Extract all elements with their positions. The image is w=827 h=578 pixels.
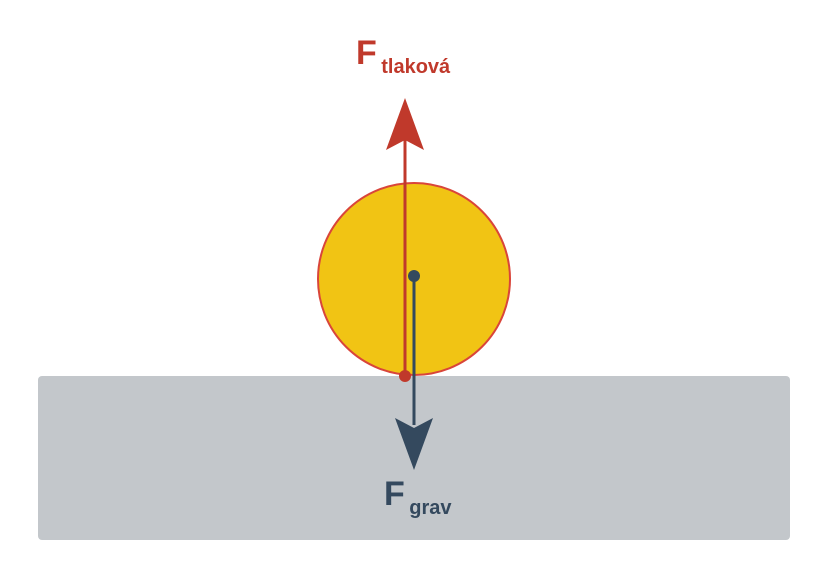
gravity-force-label: F grav — [384, 475, 452, 519]
normal-force-label: F tlaková — [356, 34, 451, 78]
gravity-force-arrowhead — [395, 418, 433, 470]
gravity-force-subscript: grav — [409, 497, 452, 519]
gravity-force-symbol: F — [384, 475, 405, 513]
gravity-force-origin-dot — [408, 270, 420, 282]
normal-force-arrow — [386, 98, 424, 382]
normal-force-origin-dot — [399, 370, 411, 382]
normal-force-subscript: tlaková — [381, 56, 451, 78]
normal-force-symbol: F — [356, 34, 377, 72]
gravity-force-arrow — [395, 270, 433, 470]
normal-force-arrowhead — [386, 98, 424, 150]
